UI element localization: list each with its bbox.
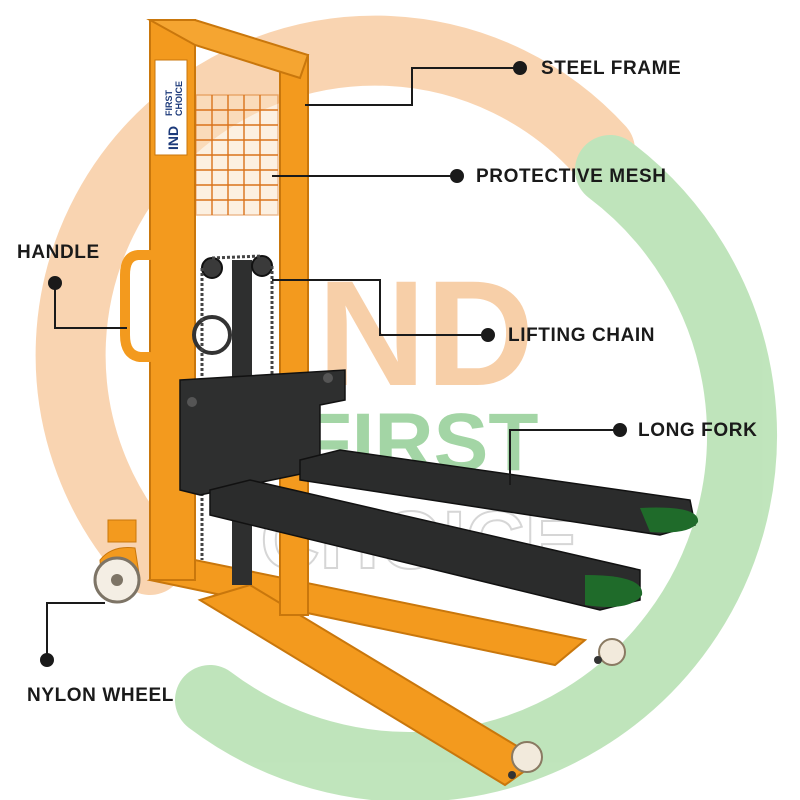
chain-sprocket-right	[251, 255, 273, 277]
front-load-roller	[511, 741, 543, 773]
fork-carriage	[179, 369, 699, 611]
chain-sprocket-left	[201, 257, 223, 279]
leader-lifting-chain	[272, 279, 488, 336]
handle-label: HANDLE	[17, 242, 100, 263]
nylon-wheel-label: NYLON WHEEL	[27, 685, 174, 706]
leader-nylon-wheel	[46, 602, 105, 660]
lifting-chain-label: LIFTING CHAIN	[508, 325, 656, 346]
hydraulic-pump-wheel	[192, 315, 232, 355]
top-crossbar	[146, 19, 310, 80]
front-fork	[209, 479, 641, 611]
leader-long-fork	[509, 429, 620, 485]
watermark-green-arc	[175, 135, 777, 800]
brand-sticker-panel	[154, 59, 188, 156]
leader-handle	[54, 283, 127, 329]
leader-lines	[40, 61, 627, 667]
brand-sticker-choice: CHOICE	[174, 81, 184, 116]
base-legs	[146, 558, 626, 787]
rear-roller-axle	[594, 656, 602, 664]
rear-load-roller	[598, 638, 626, 666]
front-roller-axle	[508, 771, 516, 779]
nylon-wheel	[93, 519, 141, 604]
brand-sticker: IND FIRST CHOICE	[164, 81, 184, 150]
brand-sticker-ind: IND	[165, 126, 181, 150]
steel-frame-label: STEEL FRAME	[541, 58, 682, 79]
rear-fork-tip	[640, 507, 699, 533]
brand-sticker-first: FIRST	[164, 89, 174, 116]
protective-mesh-label: PROTECTIVE MESH	[476, 166, 667, 187]
front-fork-tip	[585, 575, 643, 608]
protective-mesh-grid	[195, 94, 279, 216]
long-fork-label: LONG FORK	[638, 420, 758, 441]
handle-loop	[120, 250, 155, 362]
leader-steel-frame	[305, 67, 520, 106]
